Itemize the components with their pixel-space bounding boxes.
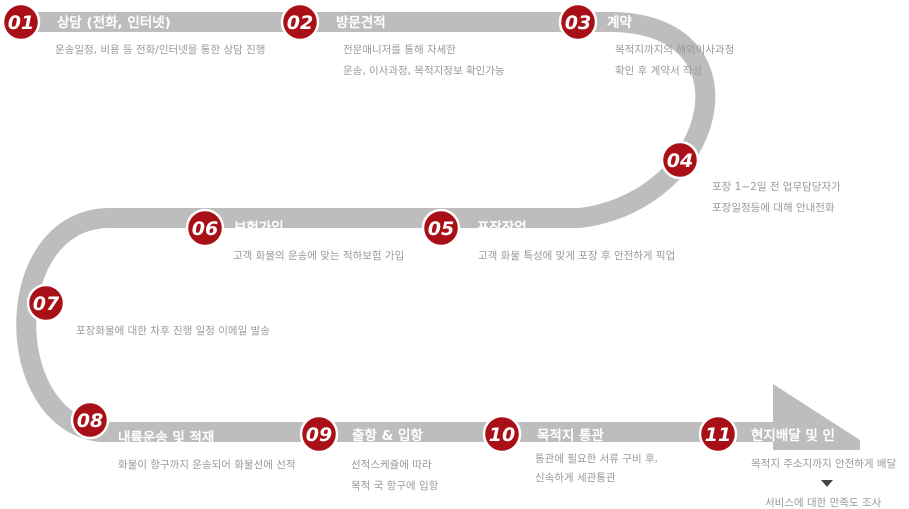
step-description: 확인 후 계약서 작성	[615, 64, 702, 77]
step-01: 01 상담 (전화, 인터넷) 운송일정, 비용 등 전화/인터넷을 통한 상담 진…	[1, 2, 265, 56]
step-number: 05	[428, 218, 454, 240]
step-description: 신속하게 세관통관	[535, 471, 616, 484]
step-badge	[70, 400, 110, 440]
step-description: 선적스케쥴에 따라	[351, 459, 432, 471]
step-number: 01	[8, 12, 34, 34]
step-description: 목적지 주소지까지 안전하게 배달	[751, 457, 897, 470]
step-number: 03	[565, 12, 591, 34]
footer-group: 서비스에 대한 만족도 조사	[765, 480, 882, 509]
step-number: 07	[33, 293, 60, 315]
step-title: 방문견적	[336, 14, 386, 31]
step-description: 포장화물에 대한 차후 진행 일정 이메일 발송	[76, 324, 270, 337]
step-description: 고객 화물의 운송에 맞는 적하보험 가입	[233, 249, 404, 262]
step-badge	[185, 208, 225, 248]
step-description: 통관에 필요한 서류 구비 후,	[535, 453, 658, 465]
step-title: 내륙운송 및 적재	[118, 429, 214, 446]
step-badge	[482, 414, 522, 454]
steps-layer: 01 상담 (전화, 인터넷) 운송일정, 비용 등 전화/인터넷을 통한 상담 진…	[1, 2, 897, 492]
step-number: 11	[705, 424, 731, 446]
step-badge	[698, 414, 738, 454]
step-badge	[280, 2, 320, 42]
step-title: 목적지 통관	[537, 427, 604, 444]
step-badge	[558, 2, 598, 42]
step-title: 계약	[607, 14, 632, 31]
step-description: 목적 국 항구에 입항	[351, 479, 439, 492]
step-number: 08	[77, 410, 103, 432]
step-badge	[421, 208, 461, 248]
step-title: 보험가입	[234, 219, 284, 236]
step-description: 전문매니저를 통해 자세한	[343, 43, 456, 56]
step-badge	[299, 414, 339, 454]
chevron-down-icon	[821, 480, 833, 487]
step-07: 07 포장화물에 대한 차후 진행 일정 이메일 발송	[26, 283, 270, 337]
process-path	[16, 12, 800, 442]
step-badge	[660, 140, 700, 180]
step-number: 09	[306, 424, 332, 446]
step-description: 고객 화물 특성에 맞게 포장 후 안전하게 픽업	[478, 249, 675, 262]
step-description: 화물이 항구까지 운송되어 화물선에 선적	[118, 459, 296, 471]
step-title: 상담 (전화, 인터넷)	[57, 14, 171, 31]
step-title: 포장작업	[477, 219, 527, 236]
step-description: 포장일정등에 대해 안내전화	[712, 201, 835, 214]
step-description: 목적지까지의 해외이사과정	[615, 43, 734, 56]
footer-text: 서비스에 대한 만족도 조사	[765, 497, 882, 509]
step-badge	[1, 2, 41, 42]
step-title: 출항 & 입항	[352, 427, 423, 444]
step-description: 운송일정, 비용 등 전화/인터넷을 통한 상담 진행	[55, 43, 265, 56]
step-number: 10	[489, 424, 515, 446]
step-badge	[26, 283, 66, 323]
process-arrow-head	[773, 384, 860, 450]
step-description: 포장 1~2일 전 업무담당자가	[712, 180, 841, 193]
step-number: 04	[667, 150, 693, 172]
step-title: 현지배달 및 인	[751, 427, 835, 444]
step-description: 운송, 이사과정, 목적지정보 확인가능	[343, 64, 505, 77]
step-number: 06	[192, 218, 218, 240]
step-number: 02	[287, 12, 313, 34]
